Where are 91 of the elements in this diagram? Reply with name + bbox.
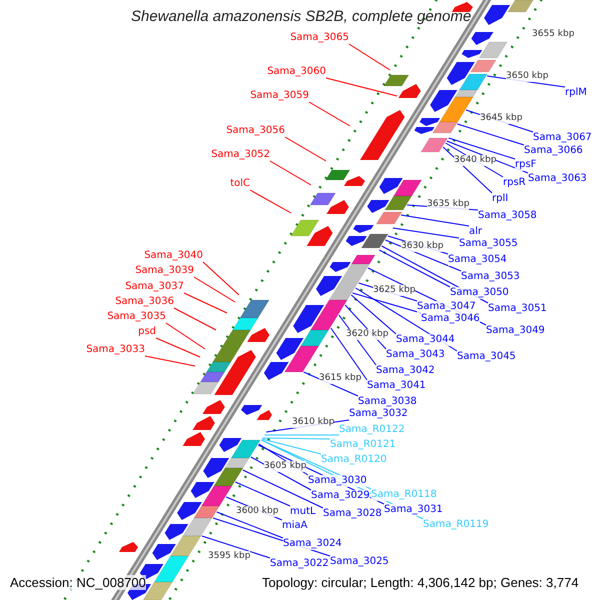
gene-label: Sama_3044 [396, 334, 455, 346]
gene-label: Sama_3022 [270, 558, 329, 570]
gene-label: Sama_3036 [115, 296, 174, 308]
leader-line [392, 228, 460, 238]
gene-label: Sama_3051 [488, 303, 547, 315]
position-label: 3600 kbp [236, 506, 278, 517]
gene-label: Sama_3067 [533, 132, 592, 144]
gene-label: Sama_3059 [250, 90, 309, 102]
footer-text: Topology: circular; Length: 4,306,142 bp; Genes: 3,774 [262, 575, 579, 590]
gene-label: Sama_3032 [349, 408, 408, 420]
gene-label: rplI [492, 193, 508, 205]
gene-label: Sama_3060 [267, 66, 326, 78]
gene-label: rplM [565, 87, 587, 99]
gene-label: Sama_3052 [211, 149, 270, 161]
gene-label: Sama_3033 [86, 344, 145, 356]
position-label: 3650 kbp [506, 71, 548, 82]
position-label: 3605 kbp [264, 461, 306, 472]
leader-line [262, 438, 330, 440]
leader-line [216, 512, 284, 538]
leader-line [400, 214, 470, 226]
gene-label: Sama_3029 [311, 490, 370, 502]
gene-label: Sama_3037 [125, 281, 184, 293]
position-label: 3625 kbp [373, 285, 416, 296]
position-label: 3640 kbp [454, 155, 496, 166]
position-label: 3610 kbp [292, 417, 334, 428]
gene-label: Sama_3043 [386, 349, 445, 361]
footer-text: Accession: NC_008700 [10, 575, 146, 590]
leader-line [270, 160, 312, 186]
gene-label: Sama_3054 [448, 254, 507, 266]
gene-label: rpsR [503, 177, 526, 189]
leader-line [242, 470, 324, 508]
position-label: 3595 kbp [208, 551, 250, 562]
leader-line [284, 136, 326, 162]
leader-line [184, 292, 228, 314]
gene-label: Sama_3024 [283, 538, 342, 550]
leader-line [264, 434, 340, 436]
gene-label: Sama_R0120 [321, 454, 387, 466]
position-label: 3635 kbp [427, 199, 470, 210]
leader-line [250, 190, 292, 214]
gene-label: Sama_3025 [330, 556, 389, 568]
leader-line [194, 276, 236, 302]
gene-label: Sama_3050 [450, 287, 509, 299]
gene-label: Sama_3028 [323, 508, 382, 520]
gene-label: Sama_3065 [290, 32, 349, 44]
gene-label: Sama_3042 [376, 365, 435, 377]
position-label: 3645 kbp [480, 113, 522, 124]
gene-label: Sama_3063 [528, 173, 587, 185]
leader-line [350, 294, 396, 334]
leader-line [202, 262, 240, 296]
leader-line [378, 250, 450, 288]
gene-label: Sama_R0121 [330, 439, 396, 451]
position-label: 3615 kbp [319, 373, 362, 384]
gene-label: Sama_3058 [478, 210, 537, 222]
gene-label: Sama_3055 [459, 238, 518, 250]
gene-label: Sama_3045 [457, 351, 516, 363]
gene-label: Sama_3040 [144, 250, 203, 262]
leader-line [456, 124, 524, 146]
gene-label: Sama_R0118 [371, 489, 437, 501]
leader-line [348, 44, 390, 70]
gene-label: Sama_R0122 [339, 424, 405, 436]
gene-label: Sama_R0119 [423, 519, 489, 531]
leader-line [174, 308, 216, 330]
position-label: 3655 kbp [532, 29, 574, 40]
leader-line [144, 356, 196, 366]
leader-line [166, 322, 206, 350]
gene-label: rpsF [515, 159, 536, 171]
gene-label: Sama_3038 [358, 396, 417, 408]
gene-label: Sama_3035 [107, 311, 166, 323]
leader-line [234, 482, 290, 506]
gene-label: Sama_3056 [226, 125, 285, 137]
leader-line [201, 536, 270, 558]
leader-line [156, 338, 200, 358]
gene-label: Sama_3030 [308, 475, 367, 487]
gene-label: Sama_3066 [524, 145, 583, 157]
leader-line [330, 328, 368, 380]
position-label: 3630 kbp [401, 241, 444, 252]
position-label: 3620 kbp [346, 329, 388, 340]
leader-line [308, 102, 350, 126]
leader-line [352, 292, 422, 314]
leader-line [326, 78, 398, 96]
gene-label: Sama_3039 [135, 265, 194, 277]
gene-label: Sama_3047 [417, 301, 476, 313]
leader-line [262, 438, 322, 454]
gene-label: Sama_3031 [384, 504, 443, 516]
gene-label: psd [138, 326, 156, 338]
gene-label: Sama_3041 [367, 380, 426, 392]
leader-line [448, 138, 516, 160]
gene-label: Sama_3046 [421, 313, 480, 325]
gene-label: Sama_3053 [461, 271, 520, 283]
title: Shewanella amazonensis SB2B, complete genome [131, 8, 472, 26]
gene-label: Sama_3049 [486, 325, 545, 337]
